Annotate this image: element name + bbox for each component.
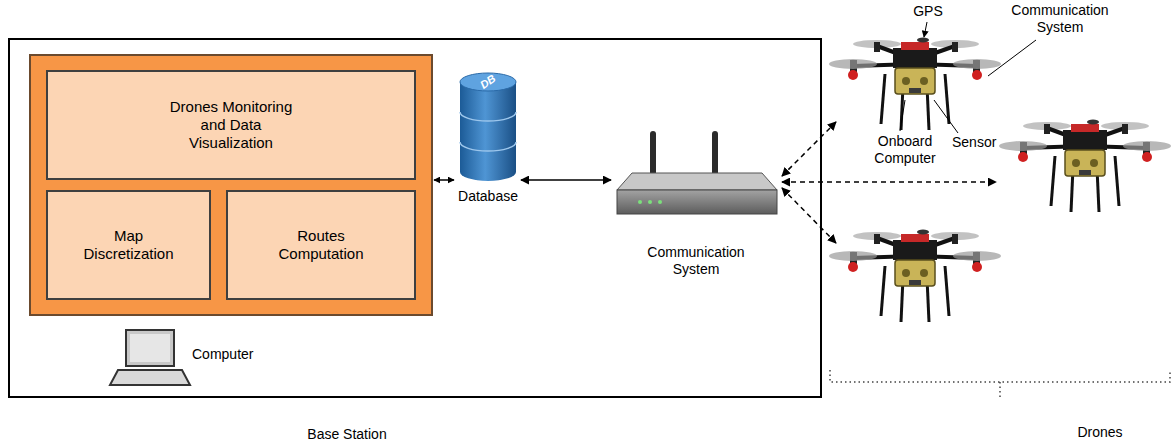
node-label: Communication System <box>631 244 761 278</box>
node-label: Map Discretization <box>74 227 184 263</box>
double-arrow <box>521 179 611 181</box>
double-arrow <box>434 179 454 181</box>
process-box: Drones Monitoring and Data Visualization <box>46 70 416 180</box>
drone-picture <box>829 230 1001 323</box>
process-box: Routes Computation <box>226 190 416 300</box>
callout-label: Sensor <box>952 134 996 151</box>
drone-picture <box>999 120 1171 213</box>
node-label: Database <box>458 188 518 205</box>
base-station-frame: Base StationDrones Monitoring and Data V… <box>8 38 822 398</box>
drone-picture <box>829 38 1001 131</box>
callout-label: Onboard Computer <box>865 133 945 167</box>
group-label: Drones <box>1060 424 1140 441</box>
device-label: Computer <box>192 346 253 363</box>
callout-label: Communication System <box>1003 2 1118 36</box>
leader-lines <box>900 22 1036 133</box>
group-bracket <box>830 370 1170 400</box>
process-box: Map Discretization <box>46 190 211 300</box>
laptop-icon <box>110 330 190 385</box>
icon-label: DB <box>478 72 499 92</box>
router-node: Communication System <box>612 128 780 278</box>
software-panel <box>30 55 432 315</box>
callout-label: GPS <box>898 3 958 20</box>
node-label: Routes Computation <box>266 227 376 263</box>
node-label: Drones Monitoring and Data Visualization <box>161 98 301 152</box>
database-node: Database DB <box>456 70 520 205</box>
router-icon <box>617 131 777 214</box>
wireless-links <box>782 122 996 243</box>
frame-heading: Base Station <box>307 426 386 443</box>
database-icon <box>460 73 516 181</box>
